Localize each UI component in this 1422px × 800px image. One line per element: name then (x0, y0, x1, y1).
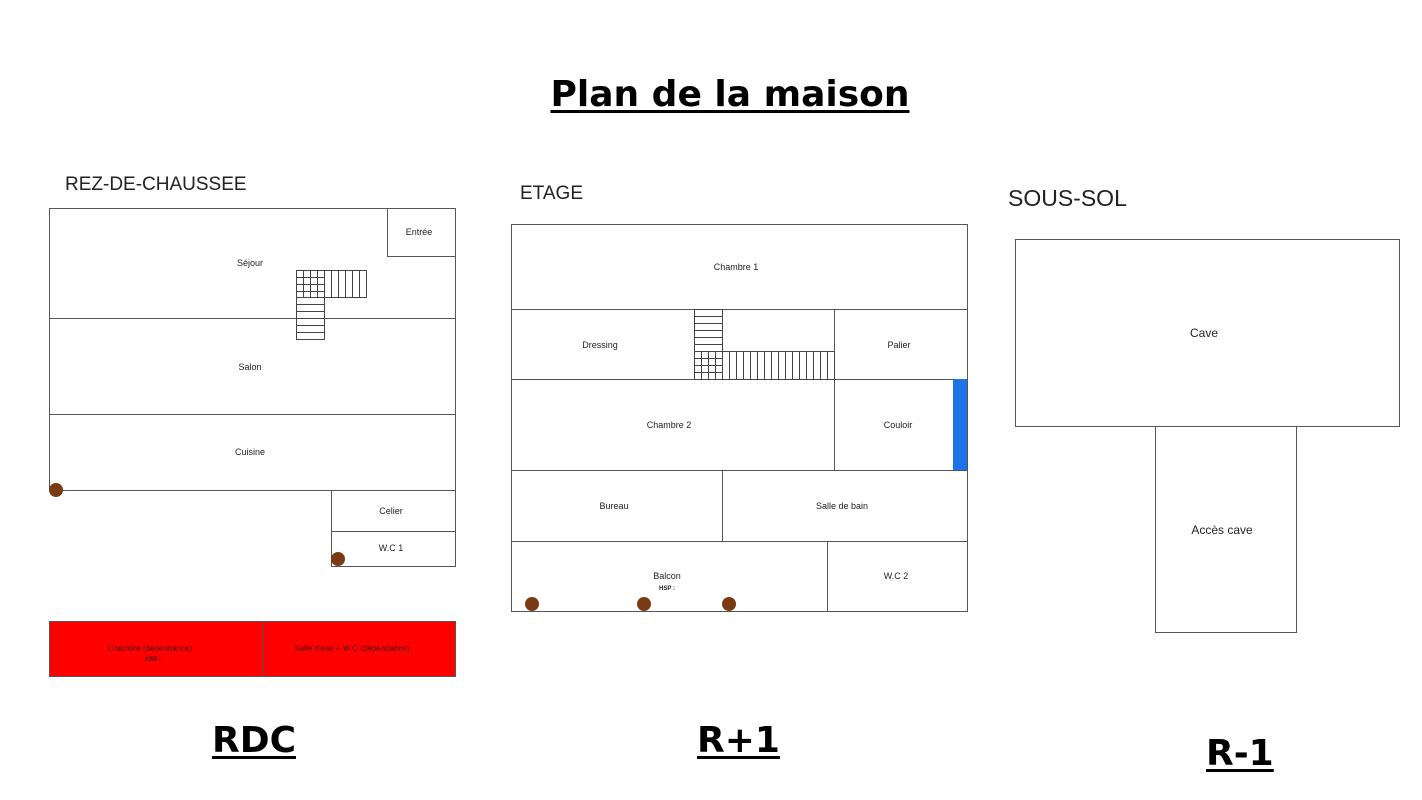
rdc-staircase (296, 270, 367, 340)
room-label-entree: Entrée (406, 227, 433, 237)
room-label-salon: Salon (238, 362, 261, 372)
room-label-balcon: Balcon (653, 571, 681, 581)
room-label-cave: Cave (1190, 326, 1218, 340)
room-label-couloir: Couloir (884, 420, 913, 430)
post-marker (525, 597, 539, 611)
room-label-chambre1: Chambre 1 (714, 262, 759, 272)
rdc-main-outline (49, 208, 456, 491)
window-marker (953, 379, 967, 470)
etage-staircase (694, 309, 835, 380)
rdc-heading: REZ-DE-CHAUSSEE (65, 174, 247, 195)
room-label-wc2: W.C 2 (884, 571, 909, 581)
room-label-salle-eau-dependance: Salle d'eau + W.C (dépendance) (294, 644, 409, 653)
post-marker (722, 597, 736, 611)
room-label-celier: Celier (379, 506, 403, 516)
hsp-label: HSP : (659, 586, 675, 592)
sous-sol-heading: SOUS-SOL (1008, 185, 1127, 211)
level-label-rdc: RDC (212, 720, 297, 761)
level-label-r-1: R-1 (1206, 733, 1274, 774)
room-label-chambre-dependance: Chambre (dépendance) (108, 644, 193, 653)
etage-outline (511, 224, 968, 612)
room-label-cuisine: Cuisine (235, 447, 265, 457)
room-label-dressing: Dressing (582, 340, 618, 350)
etage-plan (511, 224, 968, 612)
room-celier-wc-outline (331, 490, 456, 567)
post-marker (331, 552, 345, 566)
room-label-chambre2: Chambre 2 (647, 420, 692, 430)
room-label-acces-cave: Accès cave (1191, 523, 1253, 537)
post-marker (637, 597, 651, 611)
room-entree (387, 208, 456, 257)
room-label-salle-bain: Salle de bain (816, 501, 868, 511)
rdc-plan (49, 208, 456, 567)
room-label-palier: Palier (887, 340, 910, 350)
sous-sol-plan (1015, 239, 1400, 633)
post-marker (49, 483, 63, 497)
dependance-block (49, 621, 456, 677)
room-label-wc1: W.C 1 (379, 543, 404, 553)
rdc-dependance (49, 621, 456, 677)
level-label-r1: R+1 (697, 720, 780, 761)
room-label-sejour: Séjour (237, 258, 263, 268)
page-title: Plan de la maison (550, 74, 910, 115)
etage-heading: ETAGE (520, 183, 583, 204)
room-label-bureau: Bureau (599, 501, 628, 511)
hsp-label: HSP : (145, 657, 161, 663)
room-acces-cave (1155, 426, 1297, 633)
